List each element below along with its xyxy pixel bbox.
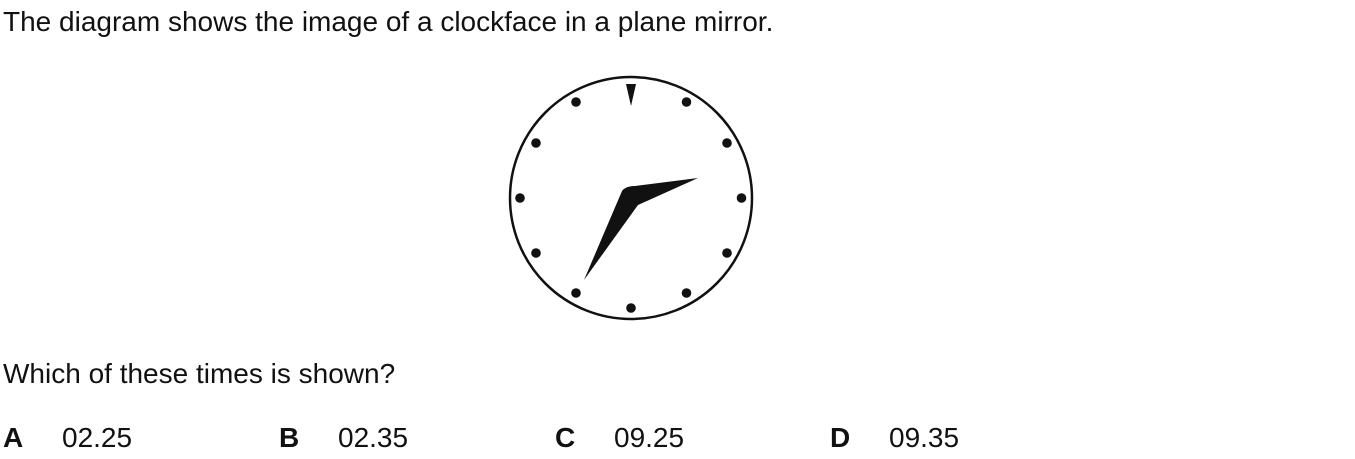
intro-text: The diagram shows the image of a clockfa… bbox=[3, 6, 774, 37]
option-value: 09.25 bbox=[614, 422, 685, 453]
option-letter: B bbox=[279, 422, 300, 453]
hour-marker bbox=[515, 193, 525, 203]
hour-marker bbox=[681, 97, 692, 107]
option-letter: A bbox=[3, 422, 24, 453]
clock-outline bbox=[508, 75, 754, 321]
option-value: 02.35 bbox=[338, 422, 409, 453]
clock-face-svg bbox=[508, 75, 754, 321]
option-value: 02.25 bbox=[62, 422, 133, 453]
hour-marker bbox=[531, 248, 541, 258]
hour-hand bbox=[622, 178, 698, 205]
minute-hand bbox=[584, 186, 638, 280]
hour-marker bbox=[626, 303, 636, 313]
option-letter: D bbox=[830, 422, 851, 453]
option-value: 09.35 bbox=[889, 422, 960, 453]
hour-marker bbox=[571, 288, 581, 298]
option-a: A 02.25 bbox=[3, 420, 132, 456]
hour-marker bbox=[531, 138, 541, 148]
hour-marker bbox=[722, 138, 732, 148]
hour-marker bbox=[681, 288, 692, 298]
hour-marker bbox=[722, 248, 732, 258]
option-letter: C bbox=[555, 422, 576, 453]
top-triangle-marker bbox=[626, 84, 636, 106]
option-d: D 09.35 bbox=[830, 420, 959, 456]
mirrored-clock-diagram bbox=[505, 72, 757, 324]
hour-marker bbox=[571, 97, 581, 107]
option-b: B 02.35 bbox=[279, 420, 408, 456]
hour-marker bbox=[736, 193, 747, 203]
option-c: C 09.25 bbox=[555, 420, 684, 456]
question-text: Which of these times is shown? bbox=[3, 358, 396, 389]
